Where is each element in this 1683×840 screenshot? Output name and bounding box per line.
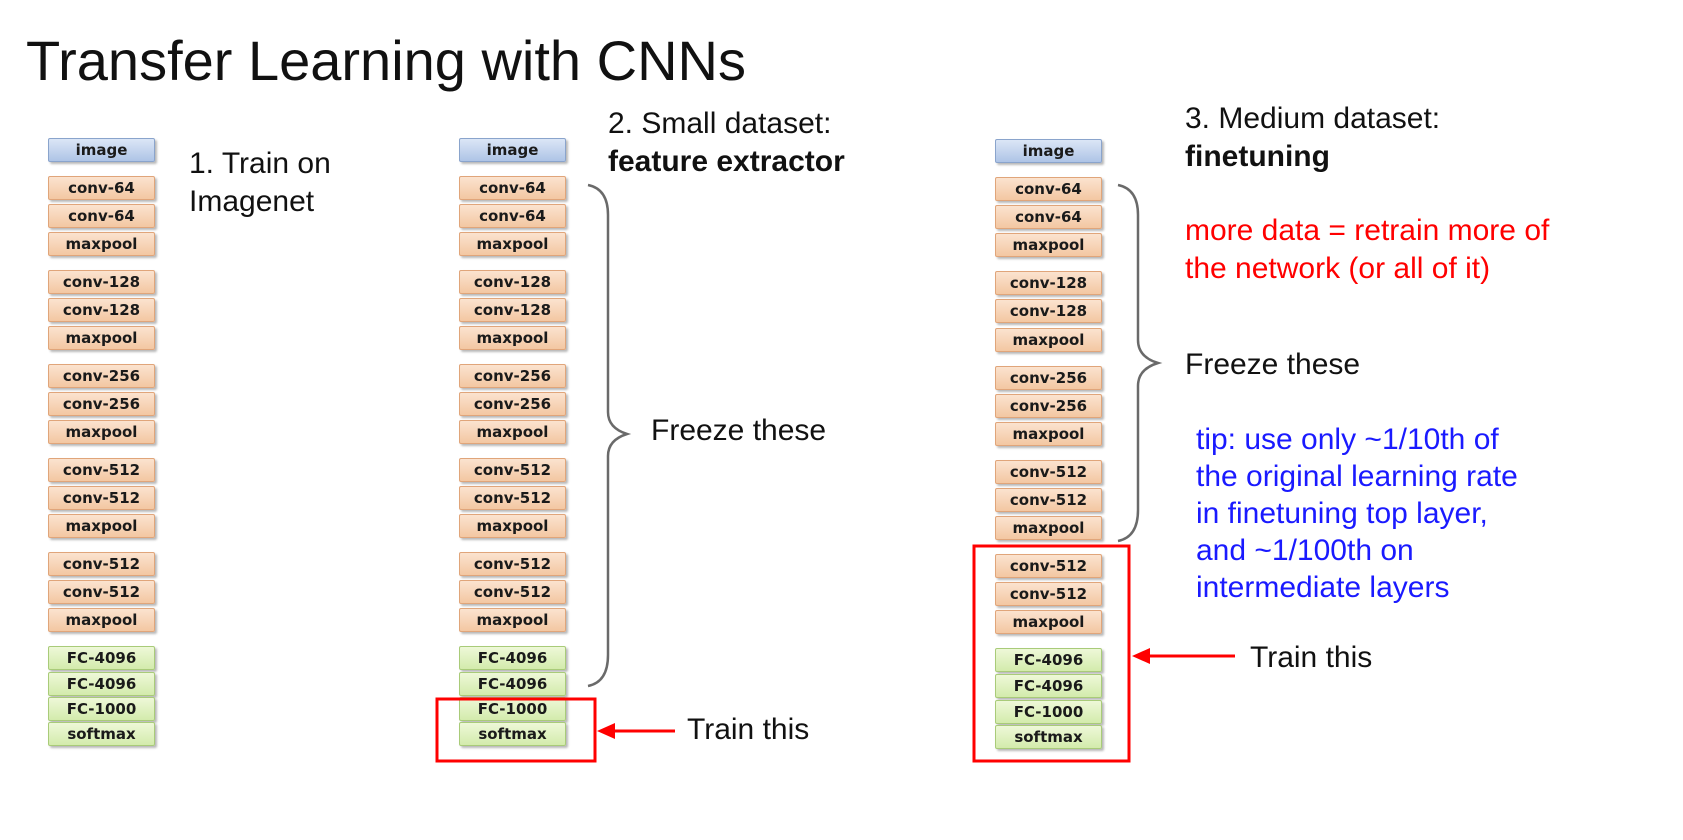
- stack1-layer-conv: conv-128: [48, 270, 155, 294]
- slide-title: Transfer Learning with CNNs: [26, 29, 746, 92]
- panel3-train-label: Train this: [1250, 641, 1373, 674]
- stack3-layer-conv: conv-64: [995, 177, 1102, 201]
- stack1-layer-conv: conv-512: [48, 580, 155, 604]
- stack3-layer-conv: conv-512: [995, 554, 1102, 578]
- panel1-heading-line1: 1. Train on: [189, 147, 331, 180]
- stack1-layer-pool: maxpool: [48, 608, 155, 632]
- stack1-layer-pool: maxpool: [48, 514, 155, 538]
- panel3-freeze-brace: [1117, 183, 1163, 543]
- panel3-tip-line: and ~1/100th on: [1196, 534, 1414, 567]
- panel3-tip-line: tip: use only ~1/10th of: [1196, 423, 1499, 456]
- stack1-layer-pool: maxpool: [48, 420, 155, 444]
- stack3-layer-conv: conv-512: [995, 488, 1102, 512]
- stack3-layer-softmax: softmax: [995, 725, 1102, 749]
- stack2-layer-conv: conv-512: [459, 486, 566, 510]
- panel1-heading: 1. Train on Imagenet: [189, 145, 331, 221]
- stack3-layer-conv: conv-128: [995, 299, 1102, 323]
- panel3-heading-line1: 3. Medium dataset:: [1185, 102, 1441, 135]
- stack3-layer-pool: maxpool: [995, 422, 1102, 446]
- stack2-layer-conv: conv-64: [459, 204, 566, 228]
- panel2-heading: 2. Small dataset: feature extractor: [608, 105, 845, 181]
- stack2-layer-conv: conv-128: [459, 298, 566, 322]
- stack2-layer-conv: conv-64: [459, 176, 566, 200]
- stack2-layer-softmax: softmax: [459, 722, 566, 746]
- stack2-layer-fc: FC-4096: [459, 672, 566, 696]
- stack3-layer-pool: maxpool: [995, 328, 1102, 352]
- stack2-layer-pool: maxpool: [459, 608, 566, 632]
- stack1-layer-conv: conv-256: [48, 364, 155, 388]
- stack1-layer-fc: FC-1000: [48, 697, 155, 721]
- stack3-layer-fc: FC-4096: [995, 674, 1102, 698]
- stack1-layer-conv: conv-256: [48, 392, 155, 416]
- stack1-layer-conv: conv-64: [48, 176, 155, 200]
- stack2-layer-pool: maxpool: [459, 420, 566, 444]
- panel3-red-note-line1: more data = retrain more of: [1185, 214, 1550, 247]
- stack1-layer-conv: conv-512: [48, 458, 155, 482]
- panel2-freeze-label: Freeze these: [651, 414, 827, 447]
- stack2-layer-image: image: [459, 138, 566, 162]
- stack3-layer-fc: FC-4096: [995, 648, 1102, 672]
- stack2-layer-pool: maxpool: [459, 326, 566, 350]
- stack3-layer-pool: maxpool: [995, 233, 1102, 257]
- stack3-layer-conv: conv-512: [995, 582, 1102, 606]
- stack1-layer-pool: maxpool: [48, 326, 155, 350]
- stack3-layer-image: image: [995, 139, 1102, 163]
- stack3-layer-conv: conv-256: [995, 366, 1102, 390]
- panel3-arrow-head: [1132, 648, 1150, 664]
- stack3-layer-conv: conv-512: [995, 460, 1102, 484]
- panel2-freeze-brace: [587, 183, 632, 688]
- stack1-layer-conv: conv-512: [48, 552, 155, 576]
- panel3-tip-line: the original learning rate: [1196, 460, 1518, 493]
- stack1-layer-fc: FC-4096: [48, 672, 155, 696]
- stack3-layer-conv: conv-256: [995, 394, 1102, 418]
- panel3-freeze-label: Freeze these: [1185, 348, 1361, 381]
- panel3-heading: 3. Medium dataset: finetuning: [1185, 100, 1440, 176]
- panel3-train-box: [972, 544, 1131, 763]
- panel2-train-label: Train this: [687, 713, 810, 746]
- stack1-layer-conv: conv-64: [48, 204, 155, 228]
- panel2-heading-line1: 2. Small dataset:: [608, 107, 832, 140]
- stack2-layer-conv: conv-512: [459, 552, 566, 576]
- panel3-red-note-line2: the network (or all of it): [1185, 252, 1491, 285]
- stack3-layer-pool: maxpool: [995, 516, 1102, 540]
- stack3-layer-fc: FC-1000: [995, 700, 1102, 724]
- panel3-red-note: more data = retrain more of the network …: [1185, 212, 1549, 288]
- stack2-layer-conv: conv-256: [459, 364, 566, 388]
- panel3-tip-line: in finetuning top layer,: [1196, 497, 1488, 530]
- panel2-arrow-head: [597, 723, 615, 739]
- stack2-layer-fc: FC-4096: [459, 646, 566, 670]
- stack3-layer-pool: maxpool: [995, 610, 1102, 634]
- stack3-layer-conv: conv-128: [995, 271, 1102, 295]
- stack2-layer-pool: maxpool: [459, 232, 566, 256]
- stack2-layer-conv: conv-256: [459, 392, 566, 416]
- stack2-layer-conv: conv-512: [459, 580, 566, 604]
- panel3-tip: tip: use only ~1/10th of the original le…: [1196, 421, 1518, 606]
- stack2-layer-conv: conv-128: [459, 270, 566, 294]
- panel2-heading-line2: feature extractor: [608, 145, 845, 178]
- stack1-layer-conv: conv-128: [48, 298, 155, 322]
- panel1-heading-line2: Imagenet: [189, 185, 315, 218]
- panel3-tip-line: intermediate layers: [1196, 571, 1450, 604]
- panel3-heading-line2: finetuning: [1185, 140, 1330, 173]
- stack2-layer-conv: conv-512: [459, 458, 566, 482]
- stack1-layer-fc: FC-4096: [48, 646, 155, 670]
- stack1-layer-softmax: softmax: [48, 722, 155, 746]
- stack2-layer-pool: maxpool: [459, 514, 566, 538]
- stack1-layer-conv: conv-512: [48, 486, 155, 510]
- stack3-layer-conv: conv-64: [995, 205, 1102, 229]
- stack1-layer-pool: maxpool: [48, 232, 155, 256]
- panel2-train-box: [435, 697, 597, 763]
- stack1-layer-image: image: [48, 138, 155, 162]
